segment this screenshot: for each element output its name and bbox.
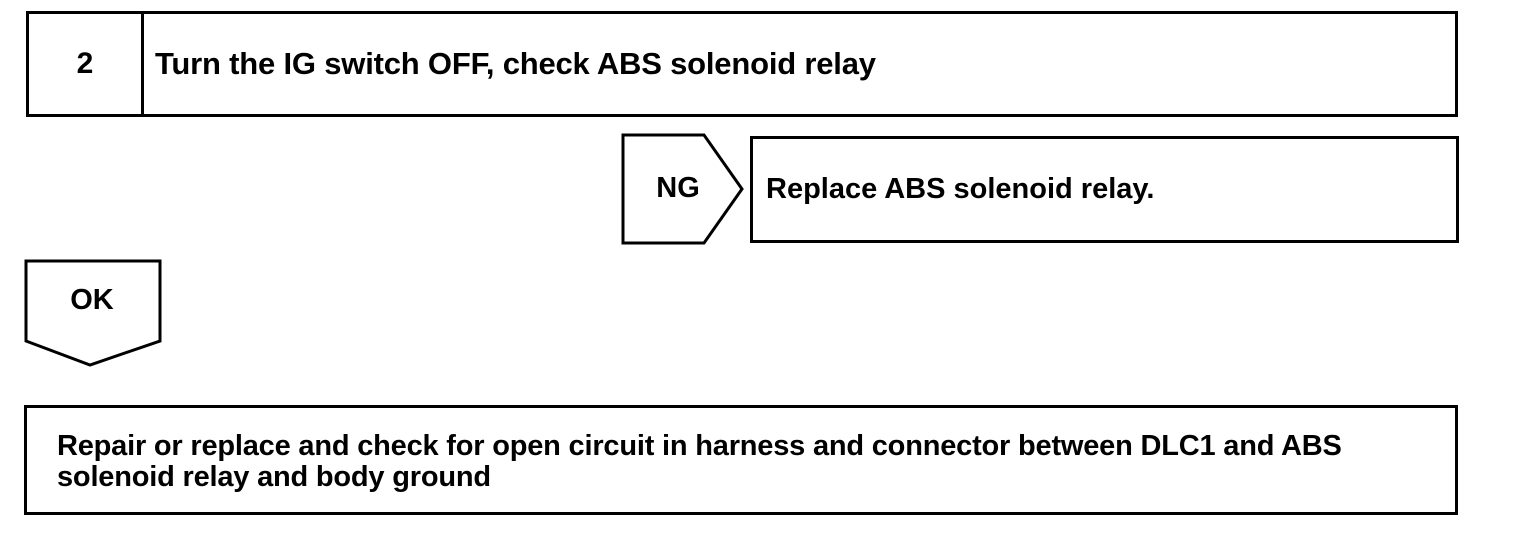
step-box: 2 Turn the IG switch OFF, check ABS sole… (26, 11, 1458, 117)
ng-arrow-shape (621, 133, 744, 245)
step-title: Turn the IG switch OFF, check ABS soleno… (155, 46, 876, 81)
ok-label: OK (70, 283, 114, 316)
ng-label: NG (656, 171, 700, 204)
ng-action-text: Replace ABS solenoid relay. (766, 173, 1155, 205)
step-number: 2 (29, 14, 144, 114)
final-action-box: Repair or replace and check for open cir… (24, 405, 1458, 515)
final-action-text: Repair or replace and check for open cir… (57, 430, 1342, 493)
ng-action-box: Replace ABS solenoid relay. (750, 136, 1459, 243)
ok-arrow-shape (24, 259, 162, 367)
